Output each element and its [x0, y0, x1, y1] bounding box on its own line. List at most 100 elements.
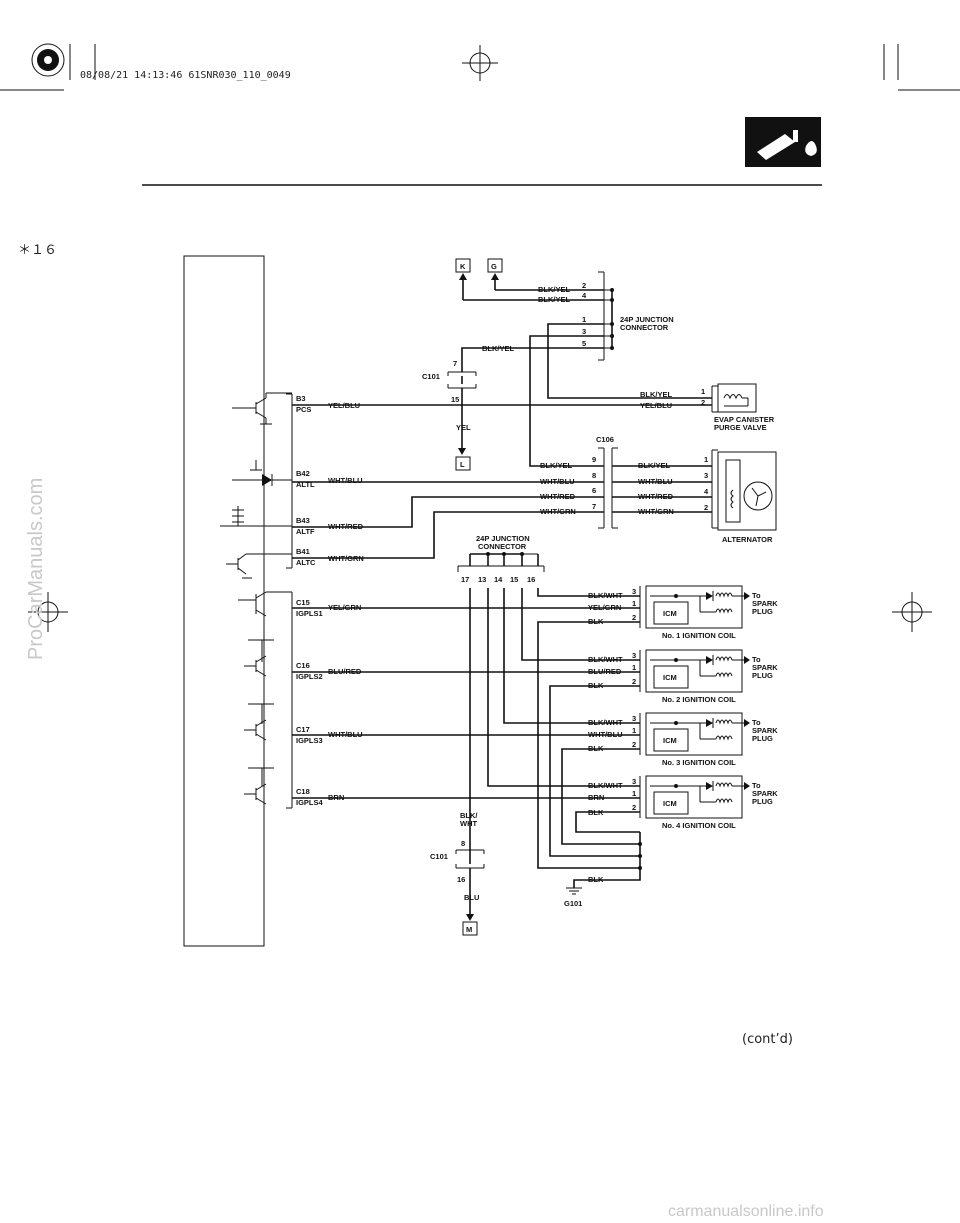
svg-text:C17: C17 — [296, 725, 310, 734]
svg-text:IGPLS3: IGPLS3 — [296, 736, 323, 745]
wire-label-blk-yel-2: BLK/YEL — [538, 295, 571, 304]
svg-text:PLUG: PLUG — [752, 734, 773, 743]
wire-label-blu: BLU — [464, 893, 479, 902]
svg-text:YEL/GRN: YEL/GRN — [588, 603, 621, 612]
svg-text:B3: B3 — [296, 394, 306, 403]
alternator: 1 3 4 2 ALTERNATOR — [704, 449, 777, 544]
svg-text:B41: B41 — [296, 547, 310, 556]
svg-text:YEL/BLU: YEL/BLU — [640, 401, 672, 410]
svg-text:ICM: ICM — [663, 673, 677, 682]
svg-text:24P JUNCTION: 24P JUNCTION — [476, 534, 530, 543]
wire-label-blk-yel-3: BLK/YEL — [482, 344, 515, 353]
wire-label-c106-r2: WHT/BLU — [638, 477, 673, 486]
fuel-system-icon — [745, 117, 821, 167]
svg-text:PURGE VALVE: PURGE VALVE — [714, 423, 767, 432]
svg-text:No. 1 IGNITION COIL: No. 1 IGNITION COIL — [662, 631, 736, 640]
wire-blk-wht-coil3 — [503, 588, 640, 724]
svg-text:15: 15 — [510, 575, 518, 584]
svg-text:17: 17 — [461, 575, 469, 584]
svg-text:1: 1 — [632, 789, 636, 798]
svg-text:L: L — [460, 460, 465, 469]
svg-text:SPARK: SPARK — [752, 663, 778, 672]
svg-text:7: 7 — [592, 502, 596, 511]
wire-blk-wht-coil1 — [537, 588, 640, 597]
svg-text:2: 2 — [704, 503, 708, 512]
svg-text:2: 2 — [701, 398, 705, 407]
svg-text:To: To — [752, 591, 761, 600]
svg-text:CONNECTOR: CONNECTOR — [620, 323, 669, 332]
wire-blk-yel-to-c101 — [461, 347, 604, 372]
svg-text:PLUG: PLUG — [752, 607, 773, 616]
svg-text:16: 16 — [457, 875, 465, 884]
wire-label-c106-l3: WHT/RED — [540, 492, 576, 501]
svg-text:14: 14 — [494, 575, 503, 584]
svg-text:3: 3 — [632, 587, 636, 596]
svg-text:2: 2 — [632, 740, 636, 749]
svg-text:PLUG: PLUG — [752, 797, 773, 806]
wire-label-c106-l2: WHT/BLU — [540, 477, 575, 486]
svg-text:1: 1 — [632, 599, 636, 608]
ecm-pin-c16: C16 IGPLS2 BLU/RED — [296, 661, 362, 681]
ecm-pin-c18: C18 IGPLS4 BRN — [296, 787, 344, 807]
svg-text:To: To — [752, 718, 761, 727]
wire-wht-red-altf — [292, 496, 604, 528]
ecm-internal-drivers — [220, 392, 292, 805]
svg-text:3: 3 — [704, 471, 708, 480]
wire-blk-gnd-coil4 — [575, 811, 640, 833]
svg-text:M: M — [466, 925, 472, 934]
junction-connector-top: 2 4 1 3 5 24P JUNCTION CONNECTOR — [582, 271, 674, 361]
svg-text:B43: B43 — [296, 516, 310, 525]
wire-blk-yel-to-c106 — [529, 335, 604, 467]
connector-c101-top: 7 15 C101 — [422, 359, 477, 404]
svg-text:16: 16 — [527, 575, 535, 584]
svg-text:3: 3 — [632, 777, 636, 786]
wire-blk-gnd-coil2 — [549, 685, 640, 857]
svg-text:7: 7 — [453, 359, 457, 368]
ecm-pin-b42: B42 ALTL WHT/BLU — [296, 469, 363, 489]
svg-text:2: 2 — [582, 281, 586, 290]
svg-text:BLK/YEL: BLK/YEL — [640, 390, 673, 399]
page-marker: ＊１６ — [18, 243, 57, 258]
svg-text:C106: C106 — [596, 435, 614, 444]
svg-text:C101: C101 — [422, 372, 440, 381]
wire-label-yel: YEL — [456, 423, 471, 432]
evap-canister-purge-valve: BLK/YEL YEL/BLU 1 2 EVAP CANISTER PURGE … — [640, 383, 775, 432]
svg-text:5: 5 — [582, 339, 586, 348]
svg-text:EVAP CANISTER: EVAP CANISTER — [714, 415, 775, 424]
svg-text:2: 2 — [632, 677, 636, 686]
svg-text:K: K — [460, 262, 466, 271]
svg-text:IGPLS2: IGPLS2 — [296, 672, 323, 681]
wire-label-c106-r1: BLK/YEL — [638, 461, 671, 470]
svg-text:2: 2 — [632, 613, 636, 622]
svg-text:C16: C16 — [296, 661, 310, 670]
svg-text:6: 6 — [592, 486, 596, 495]
wire-blk-wht-coil2 — [521, 588, 640, 661]
svg-text:WHT/BLU: WHT/BLU — [328, 476, 363, 485]
svg-text:No. 4 IGNITION COIL: No. 4 IGNITION COIL — [662, 821, 736, 830]
svg-text:3: 3 — [632, 651, 636, 660]
svg-text:BLK: BLK — [588, 875, 604, 884]
wire-label-c106-l4: WHT/GRN — [540, 507, 576, 516]
continued-label: (cont’d) — [742, 1032, 793, 1047]
junction-connector-middle: 24P JUNCTION CONNECTOR 17 13 14 15 16 — [457, 534, 545, 584]
wire-label-blk-yel-1: BLK/YEL — [538, 285, 571, 294]
watermark-bottom: carmanualsonline.info — [668, 1203, 824, 1220]
registration-target-icon — [31, 43, 65, 77]
ignition-coil-4: BLK/WHT BRN BLK 3 1 2 ICM To SPARK PLUG … — [588, 775, 778, 830]
svg-text:To: To — [752, 655, 761, 664]
watermark-left: ProCarManuals.com — [25, 478, 47, 660]
svg-text:B42: B42 — [296, 469, 310, 478]
svg-text:ALTL: ALTL — [296, 480, 315, 489]
ground-g101: BLK G101 — [564, 875, 604, 908]
svg-text:13: 13 — [478, 575, 486, 584]
svg-text:3: 3 — [632, 714, 636, 723]
wire-label-c106-r4: WHT/GRN — [638, 507, 674, 516]
svg-text:PCS: PCS — [296, 405, 311, 414]
svg-text:IGPLS4: IGPLS4 — [296, 798, 324, 807]
ecm-pin-b41: B41 ALTC WHT/GRN — [296, 547, 364, 567]
svg-text:4: 4 — [582, 291, 587, 300]
svg-text:ALTF: ALTF — [296, 527, 315, 536]
svg-text:PLUG: PLUG — [752, 671, 773, 680]
svg-text:G: G — [491, 262, 497, 271]
svg-text:BLK/WHT: BLK/WHT — [588, 591, 623, 600]
